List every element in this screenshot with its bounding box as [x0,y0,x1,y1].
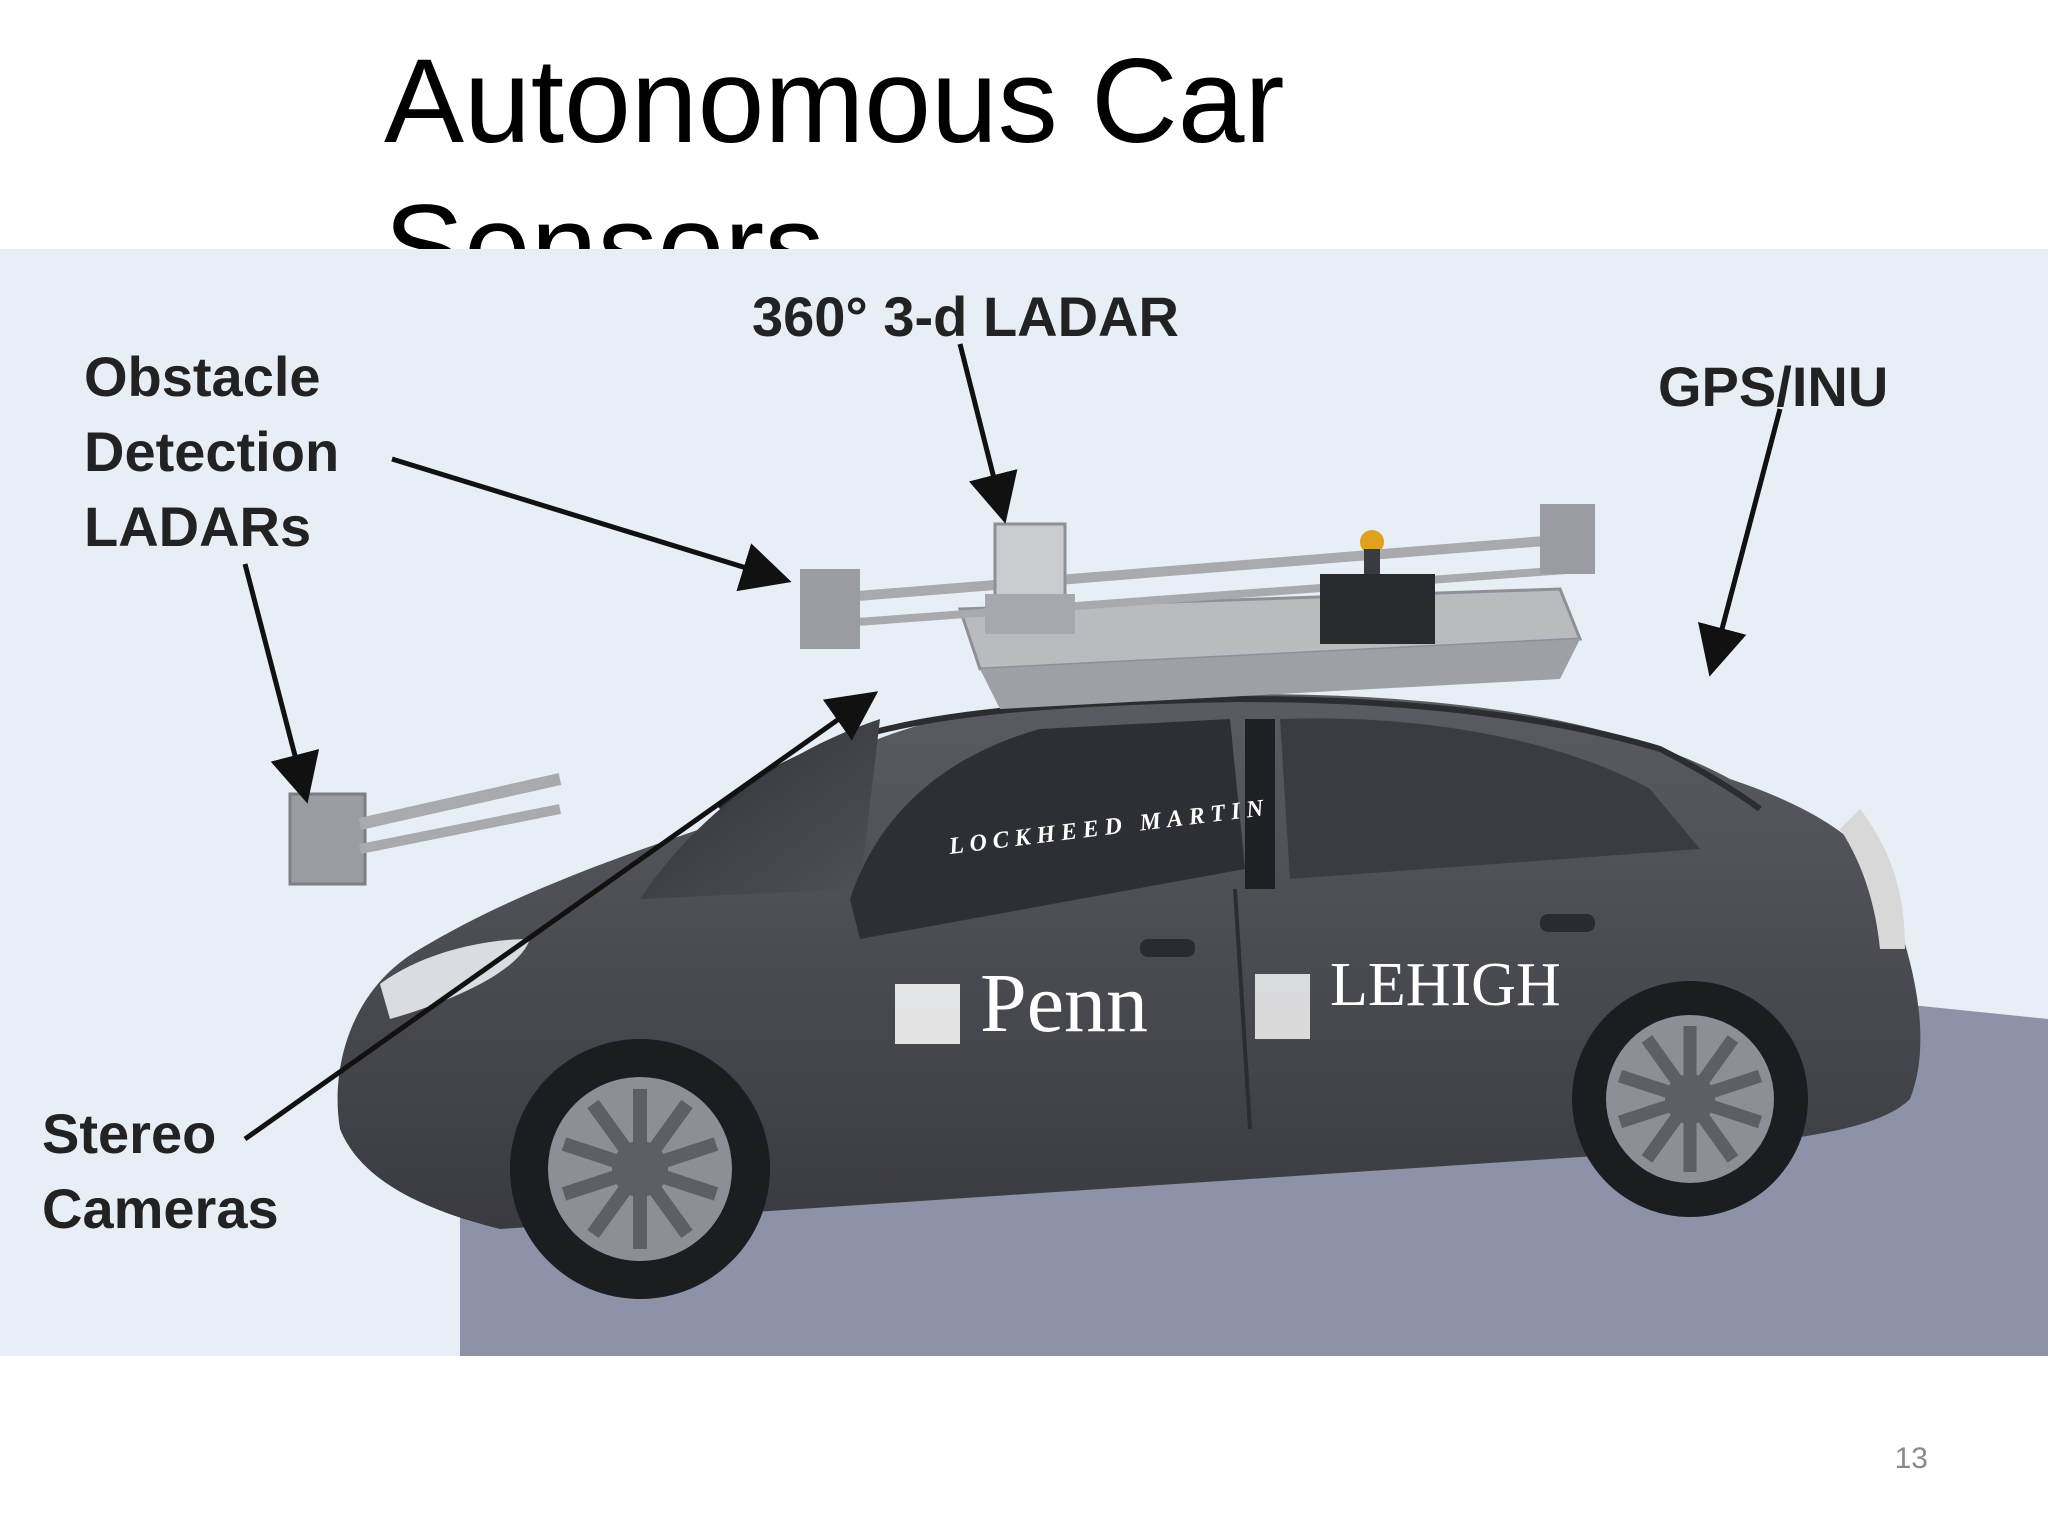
callout-arrows [242,343,1783,1142]
penn-decal: Penn [980,957,1148,1050]
headlight [380,939,530,1019]
beacon-light [1360,530,1384,554]
lehigh-decal: LEHIGH [1330,951,1561,1019]
arrow-360-ladar [957,343,1018,524]
car-sensor-photo: LOCKHEED MARTIN Penn LEHIGH Obstacle Det… [0,249,2048,1356]
tail-light [1840,809,1905,949]
callout-stereo-cameras: Stereo Cameras [42,1102,279,1240]
ladar-360-unit [993,522,1067,601]
arrow-obstacle-ladars-roof [391,456,792,592]
front-side-window [850,719,1245,939]
slide-title: Autonomous Car Sensors [384,34,1285,314]
rear-wheel [1572,981,1808,1217]
rear-side-window [1280,718,1700,879]
arrow-stereo-cameras [243,691,879,1142]
callout-obstacle-ladars: Obstacle Detection LADARs [84,345,340,558]
arrow-obstacle-ladars-front [242,563,320,804]
roof-sensor-rack [800,504,1595,709]
front-ladar-mount [288,773,562,886]
front-wheel [510,1039,770,1299]
page-number: 13 [1894,1442,1928,1475]
callout-gps-inu: GPS/INU [1658,355,1889,418]
lehigh-shield [1255,974,1310,1039]
callout-ladar-360: 360° 3-d LADAR [752,285,1179,348]
front-windshield [640,719,880,899]
penn-shield [895,984,960,1044]
gps-box [1320,574,1435,644]
arrow-gps-inu [1698,408,1783,677]
